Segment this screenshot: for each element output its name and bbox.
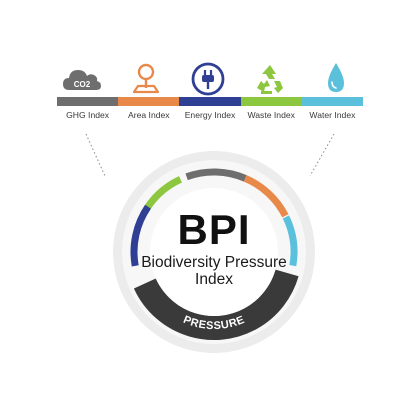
bpi-ring: PRESSURE — [108, 146, 320, 358]
waste-bar-segment — [240, 97, 302, 106]
index-labels: GHG Index Area Index Energy Index Waste … — [57, 110, 363, 124]
area-index-label: Area Index — [128, 110, 170, 120]
bpi-full-name: Biodiversity Pressure Index — [141, 254, 287, 288]
svg-text:CO2: CO2 — [74, 80, 91, 89]
recycle-icon — [248, 60, 292, 98]
water-index-label: Water Index — [309, 110, 356, 120]
tree-area-icon — [124, 60, 168, 98]
index-color-bar — [57, 97, 364, 106]
power-plug-icon — [186, 60, 230, 98]
water-ring-arc — [130, 168, 298, 336]
inner-disc — [150, 188, 278, 316]
energy-bar-segment — [179, 97, 241, 106]
co2-cloud-icon: CO2 — [60, 60, 104, 98]
water-bar-segment — [301, 97, 364, 106]
energy-ring-arc — [130, 168, 298, 336]
bpi-center: BPI Biodiversity Pressure Index — [108, 146, 320, 358]
left-connector — [85, 133, 106, 177]
area-bar-segment — [118, 97, 180, 106]
water-drop-icon — [314, 60, 358, 98]
pressure-label: PRESSURE — [181, 314, 246, 332]
ghg-index-label: GHG Index — [66, 110, 110, 120]
ghg-bar-segment — [57, 97, 119, 106]
area-ring-arc — [130, 168, 298, 336]
bpi-acronym: BPI — [177, 206, 251, 253]
index-icons: CO2 — [52, 60, 362, 98]
waste-index-label: Waste Index — [247, 110, 295, 120]
energy-index-label: Energy Index — [184, 110, 236, 120]
right-connector — [309, 133, 335, 177]
